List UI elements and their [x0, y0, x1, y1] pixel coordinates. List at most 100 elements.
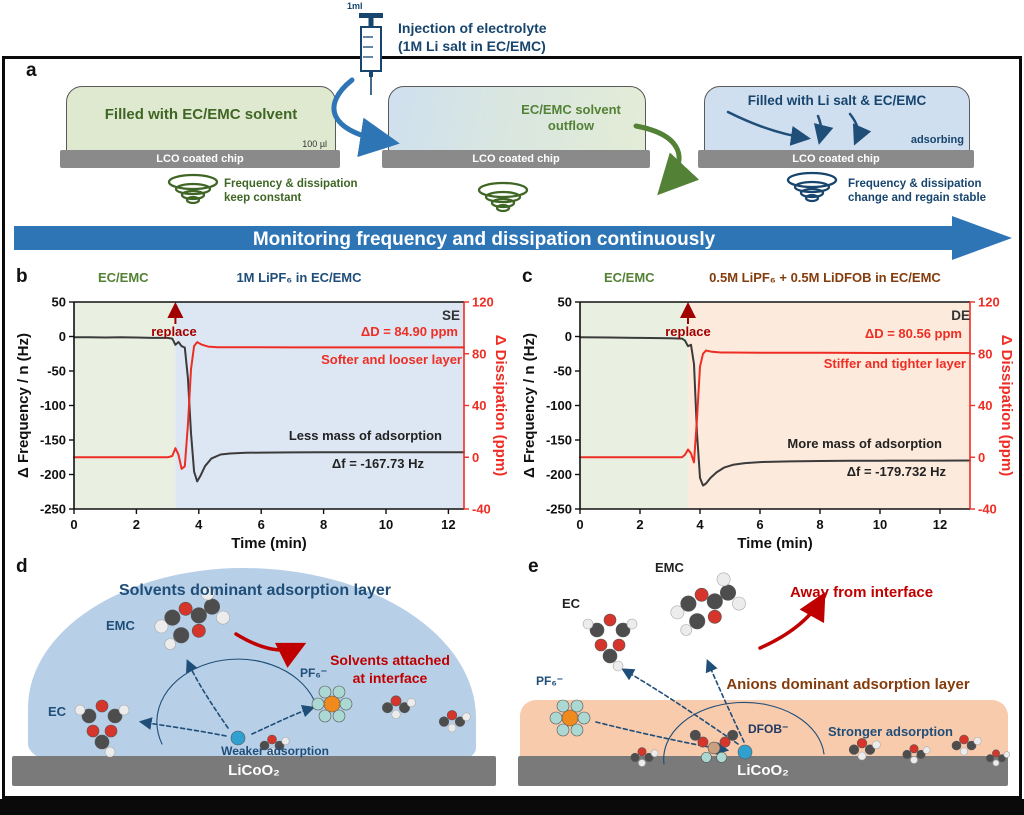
mass-note-c: More mass of adsorption [787, 436, 942, 451]
injection-line2: (1M Li salt in EC/EMC) [398, 37, 546, 54]
monitoring-arrow-text: Monitoring frequency and dissipation con… [253, 229, 716, 250]
x-tick-label: 6 [258, 517, 265, 532]
region-label-b: EC/EMC [98, 270, 149, 285]
electrolyte-label-b: 1M LiPF₆ in EC/EMC [236, 270, 362, 285]
chip-bar-2: LCO coated chip [382, 150, 650, 168]
left-tick-label: 50 [558, 295, 572, 310]
electrolyte-label-c: 0.5M LiPF₆ + 0.5M LiDFOB in EC/EMC [709, 270, 941, 285]
left-tick-label: -50 [553, 364, 572, 379]
right-tick-label: 80 [472, 346, 486, 361]
replace-label-c: replace [665, 324, 711, 339]
region-shading [688, 302, 970, 509]
delta-f-c: Δf = -179.732 Hz [846, 464, 946, 479]
x-tick-label: 4 [195, 517, 203, 532]
stronger-adsorption-note: Stronger adsorption [828, 724, 953, 739]
chamber-solvent-label: Filled with EC/EMC solvent [104, 106, 298, 123]
left-tick-label: -100 [546, 398, 572, 413]
x-tick-label: 10 [379, 517, 393, 532]
attached-line2: at interface [352, 669, 428, 686]
monitoring-arrow: Monitoring frequency and dissipation con… [14, 216, 1012, 260]
weaker-adsorption-note: Weaker adsorption [221, 744, 329, 758]
pf6-label-e: PF₆⁻ [536, 674, 564, 688]
left-tick-label: -250 [546, 502, 572, 517]
right-tick-label: -40 [472, 502, 491, 517]
right-tick-label: -40 [978, 502, 997, 517]
right-note-line2: change and regain stable [848, 192, 987, 205]
adsorbing-label: adsorbing [910, 134, 964, 146]
left-tick-label: -150 [40, 433, 66, 448]
x-tick-label: 10 [873, 517, 887, 532]
monitoring-arrow-shape [14, 216, 1012, 260]
left-tick-label: -250 [40, 502, 66, 517]
panel-d-title: Solvents dominant adsorption layer [118, 582, 392, 599]
right-tick-label: 0 [978, 450, 985, 465]
right-note-line1: Frequency & dissipation [848, 178, 982, 190]
left-tick-label: -50 [47, 364, 66, 379]
away-from-interface-note: Away from interface [790, 584, 934, 601]
left-spiral-note: Frequency & dissipation keep constant [224, 177, 358, 206]
left-axis-title: Δ Frequency / n (Hz) [521, 333, 538, 478]
figure-frame [2, 56, 1022, 799]
delta-d-b: ΔD = 84.90 ppm [360, 324, 458, 339]
left-tick-label: -200 [40, 467, 66, 482]
x-axis-title: Time (min) [737, 535, 813, 552]
syringe-icon [359, 13, 383, 95]
chamber-volume: 100 µl [302, 139, 327, 149]
chamber-electrolyte: Filled with Li salt & EC/EMC adsorbing [704, 86, 970, 152]
right-tick-label: 40 [978, 398, 992, 413]
syringe-volume-label: 1ml [347, 1, 363, 11]
dissipation-curve [579, 349, 971, 464]
substrate-bar-d: LiCoO₂ [12, 756, 496, 786]
x-tick-label: 12 [933, 517, 947, 532]
delta-d-c: ΔD = 80.56 ppm [864, 326, 962, 341]
right-axis-title: Δ Dissipation (ppm) [492, 335, 508, 477]
region-label-c: EC/EMC [604, 270, 655, 285]
emc-label-e: EMC [655, 560, 684, 575]
chip-bar-1: LCO coated chip [60, 150, 340, 168]
x-tick-label: 2 [133, 517, 140, 532]
replace-label-b: replace [151, 324, 197, 339]
x-tick-label: 12 [441, 517, 455, 532]
left-axis-title: Δ Frequency / n (Hz) [15, 333, 32, 478]
left-tick-label: -200 [546, 467, 572, 482]
right-tick-label: 40 [472, 398, 486, 413]
panel-e-title: Anions dominant adsorption layer [726, 676, 970, 693]
chip-bar-3: LCO coated chip [698, 150, 974, 168]
injection-line1: Injection of electrolyte [398, 20, 547, 36]
corner-label-c: DE [951, 308, 970, 323]
panel-letter-c: c [522, 266, 533, 287]
ec-label-e: EC [562, 596, 581, 611]
right-tick-label: 0 [472, 450, 479, 465]
layer-note-c: Stiffer and tighter layer [823, 356, 966, 371]
emc-label-d: EMC [106, 618, 135, 633]
chamber-solvent: Filled with EC/EMC solvent 100 µl [66, 86, 336, 152]
right-axis-title: Δ Dissipation (ppm) [998, 335, 1014, 477]
chamber-electrolyte-label: Filled with Li salt & EC/EMC [747, 93, 927, 108]
x-tick-label: 8 [816, 517, 823, 532]
right-tick-label: 120 [472, 295, 494, 310]
panel-letter-e: e [528, 556, 539, 577]
attached-line1: Solvents attached [330, 652, 450, 668]
right-tick-label: 80 [978, 346, 992, 361]
left-note-line2: keep constant [224, 192, 302, 205]
panel-c: c EC/EMC 0.5M LiPF₆ + 0.5M LiDFOB in EC/… [520, 266, 1014, 568]
right-tick-label: 120 [978, 295, 1000, 310]
x-axis-title: Time (min) [231, 535, 307, 552]
outflow-caption: EC/EMC solvent outflow [500, 102, 642, 133]
frequency-curve [73, 336, 465, 483]
panel-letter-d: d [16, 556, 28, 577]
x-tick-label: 8 [320, 517, 327, 532]
x-tick-label: 4 [696, 517, 704, 532]
corner-label-b: SE [441, 308, 460, 323]
delta-f-b: Δf = -167.73 Hz [331, 456, 424, 471]
dfob-label-e: DFOB⁻ [748, 722, 789, 736]
panel-letter-a: a [26, 60, 37, 81]
dissipation-curve [73, 341, 465, 470]
panel-letter-b: b [16, 266, 28, 287]
right-spiral-note: Frequency & dissipation change and regai… [848, 177, 986, 206]
region-shading [175, 302, 464, 509]
